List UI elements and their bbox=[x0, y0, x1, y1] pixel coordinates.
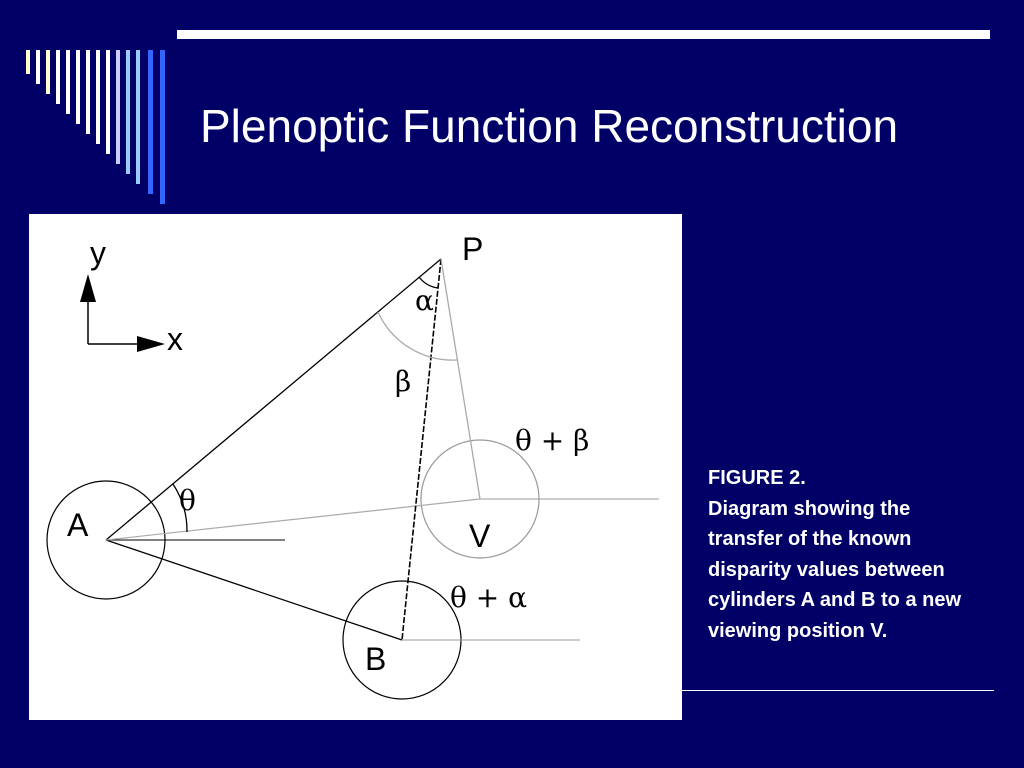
beta-arc bbox=[377, 311, 458, 361]
alpha-label: α bbox=[415, 284, 434, 317]
theta-label: θ bbox=[179, 484, 196, 517]
y-axis-label: y bbox=[90, 235, 106, 271]
point-b-label: B bbox=[365, 641, 386, 677]
figure-panel: y x P A B V bbox=[29, 214, 682, 720]
point-v-label: V bbox=[469, 518, 491, 554]
caption-body: Diagram showing the transfer of the know… bbox=[708, 497, 962, 642]
caption-rule bbox=[682, 690, 994, 691]
point-a-label: A bbox=[67, 507, 89, 543]
x-axis-label: x bbox=[167, 321, 183, 357]
line-a-b bbox=[105, 539, 403, 641]
alpha-arc bbox=[418, 276, 439, 289]
theta-plus-beta-label: θ + β bbox=[515, 424, 589, 457]
title-rule bbox=[177, 30, 990, 39]
theta-arc bbox=[172, 483, 188, 533]
figure-caption: FIGURE 2. Diagram showing the transfer o… bbox=[708, 463, 988, 646]
point-p-label: P bbox=[462, 231, 483, 267]
caption-heading: FIGURE 2. bbox=[708, 467, 806, 489]
line-a-p bbox=[105, 258, 442, 541]
plenoptic-diagram: y x P A B V bbox=[46, 231, 659, 700]
slide-title: Plenoptic Function Reconstruction bbox=[200, 100, 899, 152]
decorative-stripes bbox=[26, 50, 165, 204]
theta-plus-alpha-label: θ + α bbox=[450, 581, 527, 614]
beta-label: β bbox=[395, 365, 411, 398]
line-a-v bbox=[105, 498, 481, 541]
line-p-v bbox=[440, 258, 481, 500]
axes-icon bbox=[80, 274, 165, 352]
